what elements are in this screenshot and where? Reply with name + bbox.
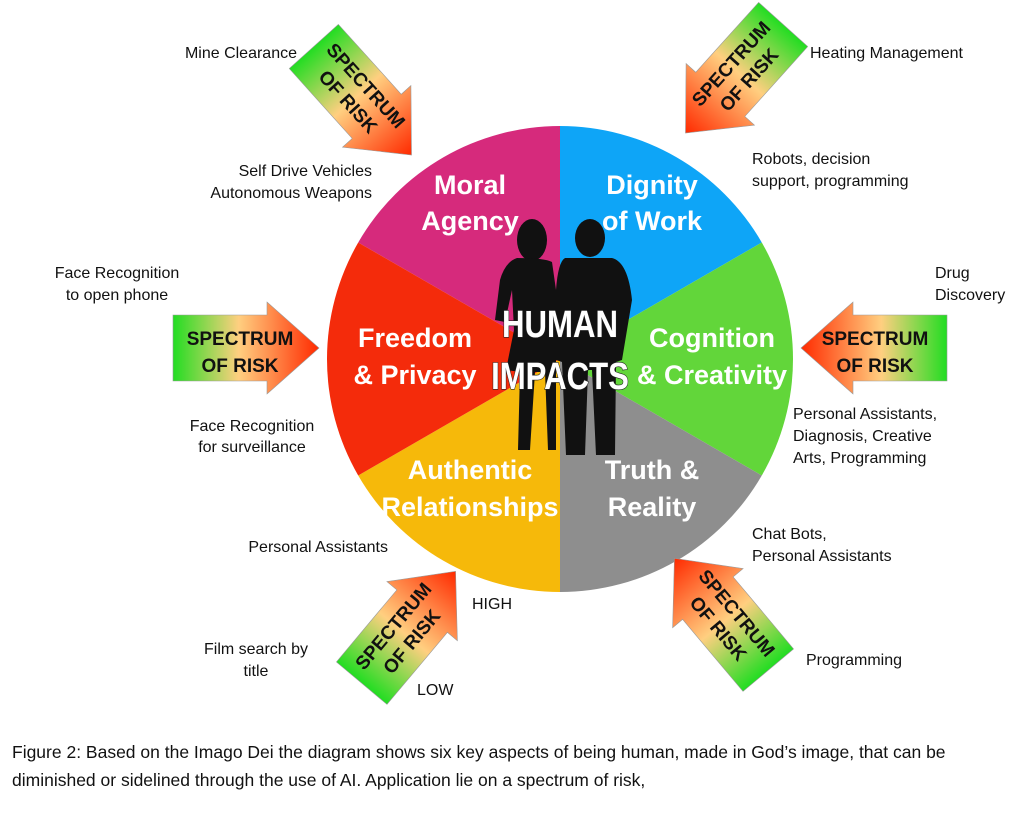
svg-text:OF RISK: OF RISK bbox=[201, 356, 278, 377]
label-chat-bots: Chat Bots, bbox=[752, 526, 827, 543]
wedge-label-truth-reality: Truth & Reality bbox=[605, 455, 700, 522]
svg-text:SPECTRUM: SPECTRUM bbox=[187, 329, 294, 350]
svg-text:Cognition: Cognition bbox=[649, 323, 775, 353]
risk-arrow-top-left: SPECTRUM OF RISK bbox=[279, 15, 447, 187]
svg-text:Authentic: Authentic bbox=[408, 455, 533, 485]
svg-text:Freedom: Freedom bbox=[358, 323, 472, 353]
svg-text:OF RISK: OF RISK bbox=[836, 356, 913, 377]
label-personal-diag-2: Diagnosis, Creative bbox=[793, 428, 932, 445]
wedge-cognition-creativity bbox=[560, 242, 793, 476]
risk-arrow-left: SPECTRUM OF RISK bbox=[172, 301, 320, 395]
wedge-label-authentic-relationships: Authentic Relationships bbox=[381, 455, 558, 522]
wedge-freedom-privacy bbox=[327, 242, 560, 476]
risk-arrow-top-right: SPECTRUM OF RISK bbox=[650, 0, 818, 165]
svg-text:of Work: of Work bbox=[602, 206, 703, 236]
wedge-label-dignity-of-work: Dignity of Work bbox=[602, 170, 703, 236]
svg-text:IMPACTS: IMPACTS bbox=[491, 356, 629, 398]
human-silhouettes-icon bbox=[495, 219, 632, 455]
risk-arrow-right: SPECTRUM OF RISK bbox=[800, 301, 948, 395]
svg-text:& Creativity: & Creativity bbox=[637, 360, 787, 390]
label-robots-2: support, programming bbox=[752, 173, 909, 190]
label-chat-bots-2: Personal Assistants bbox=[752, 548, 892, 565]
label-autonomous-weapons: Autonomous Weapons bbox=[210, 185, 372, 202]
figure-caption: Figure 2: Based on the Imago Dei the dia… bbox=[12, 742, 946, 790]
svg-text:SPECTRUM: SPECTRUM bbox=[822, 329, 929, 350]
svg-text:HUMAN: HUMAN bbox=[502, 304, 618, 346]
label-drug: Drug bbox=[935, 265, 970, 282]
label-robots: Robots, decision bbox=[752, 151, 870, 168]
svg-text:Dignity: Dignity bbox=[606, 170, 698, 200]
svg-text:Moral: Moral bbox=[434, 170, 506, 200]
svg-text:Agency: Agency bbox=[421, 206, 519, 236]
svg-text:& Privacy: & Privacy bbox=[353, 360, 476, 390]
wedge-authentic-relationships bbox=[358, 359, 560, 592]
label-face-phone: Face Recognition bbox=[55, 265, 180, 282]
center-title: HUMAN IMPACTS bbox=[491, 304, 630, 399]
label-mine-clearance: Mine Clearance bbox=[185, 45, 297, 62]
label-low: LOW bbox=[417, 682, 454, 699]
label-personal-assistants: Personal Assistants bbox=[248, 539, 388, 556]
wedge-label-freedom-privacy: Freedom & Privacy bbox=[353, 323, 476, 390]
label-high: HIGH bbox=[472, 596, 512, 613]
label-film-search: Film search by bbox=[204, 641, 308, 658]
svg-text:Truth &: Truth & bbox=[605, 455, 700, 485]
label-face-surveillance-2: for surveillance bbox=[198, 439, 306, 456]
label-personal-diag: Personal Assistants, bbox=[793, 406, 937, 423]
label-face-surveillance: Face Recognition bbox=[190, 418, 315, 435]
label-face-phone-2: to open phone bbox=[66, 287, 168, 304]
label-drug-2: Discovery bbox=[935, 287, 1005, 304]
label-self-drive: Self Drive Vehicles bbox=[239, 163, 372, 180]
label-heating: Heating Management bbox=[810, 45, 964, 62]
svg-text:Reality: Reality bbox=[608, 492, 697, 522]
svg-text:Relationships: Relationships bbox=[381, 492, 558, 522]
label-personal-diag-3: Arts, Programming bbox=[793, 450, 926, 467]
label-film-search-2: title bbox=[244, 663, 269, 680]
label-programming: Programming bbox=[806, 652, 902, 669]
wedge-label-moral-agency: Moral Agency bbox=[421, 170, 519, 236]
wedge-label-cognition-creativity: Cognition & Creativity bbox=[637, 323, 787, 390]
